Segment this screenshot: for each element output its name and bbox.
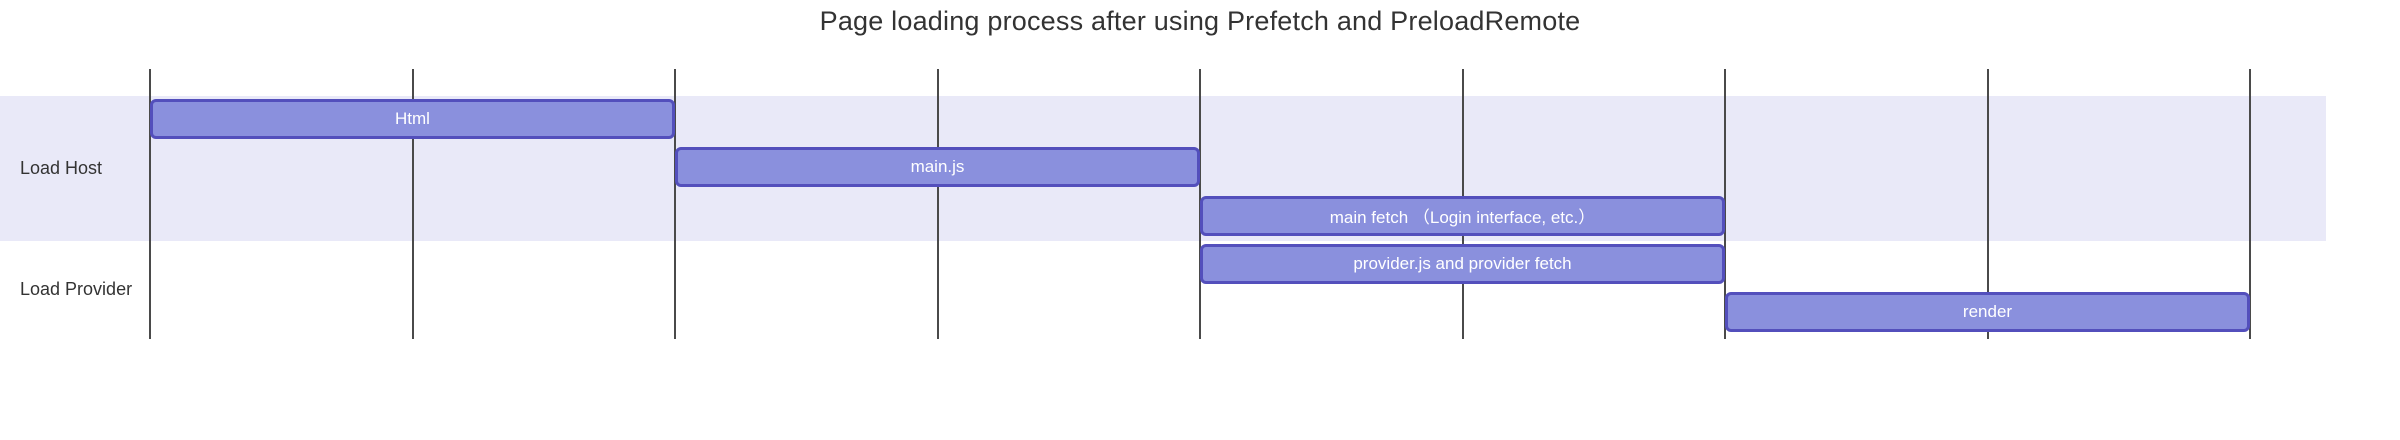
task-label: render xyxy=(1962,302,2013,321)
gridline xyxy=(411,69,414,339)
task-label: main.js xyxy=(910,157,965,177)
gridline xyxy=(936,69,939,339)
gridline xyxy=(674,69,676,339)
task-bar: main.js xyxy=(675,147,1200,188)
task-bar: render xyxy=(1725,292,2250,332)
gridline xyxy=(1724,69,1726,339)
gridline xyxy=(2249,69,2251,339)
task-bar: Html xyxy=(150,99,675,139)
task-bar: provider.js and provider fetch xyxy=(1200,243,1725,284)
task-bar: main fetch （Login interface, etc.） xyxy=(1200,195,1725,236)
gridline xyxy=(1986,69,1989,339)
section-label: Load Host xyxy=(20,157,103,178)
task-label: main fetch （Login interface, etc.） xyxy=(1329,208,1596,227)
gridline xyxy=(149,69,151,339)
task-label: provider.js and provider fetch xyxy=(1353,253,1572,273)
task-label: Html xyxy=(395,109,430,128)
section-label: Load Provider xyxy=(20,278,133,299)
chart-title: Page loading process after using Prefetc… xyxy=(819,6,1581,36)
